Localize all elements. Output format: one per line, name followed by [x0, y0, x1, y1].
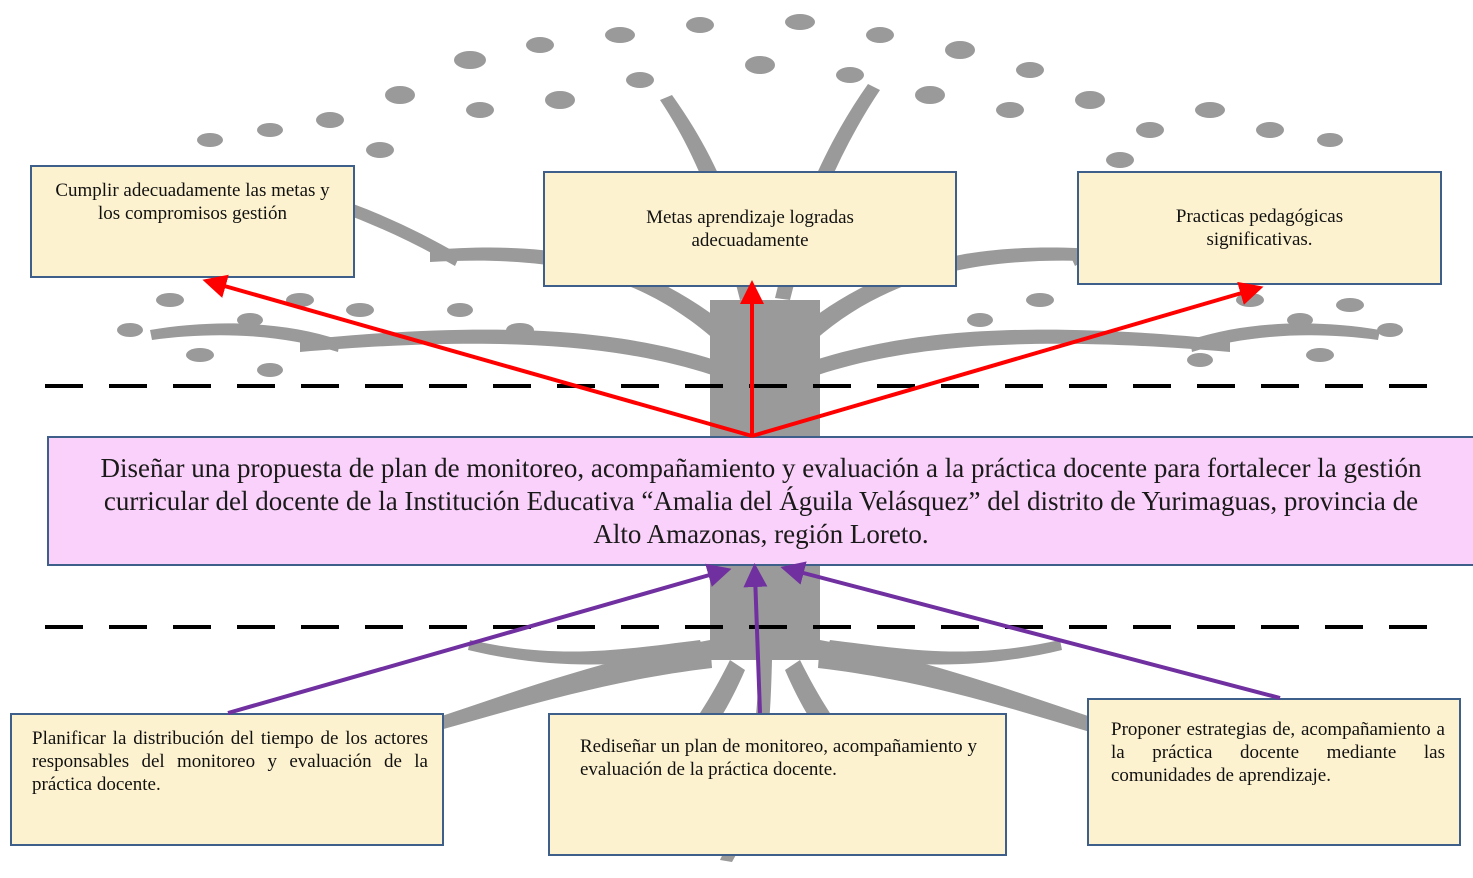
- central-objective-text: Diseñar una propuesta de plan de monitor…: [100, 452, 1422, 549]
- effect-text-center: Metas aprendizaje logradas adecuadamente: [646, 207, 854, 251]
- effect-text-right: Practicas pedagógicas significativas.: [1175, 206, 1344, 250]
- cause-text-left: Planificar la distribución del tiempo de…: [32, 728, 428, 795]
- cause-box-center: Rediseñar un plan de monitoreo, acompaña…: [548, 713, 1007, 856]
- effect-box-center: Metas aprendizaje logradas adecuadamente: [543, 171, 957, 287]
- effect-box-right: Practicas pedagógicas significativas.: [1077, 171, 1442, 285]
- cause-text-center: Rediseñar un plan de monitoreo, acompaña…: [580, 736, 977, 780]
- cause-text-right: Proponer estrategias de, acompañamiento …: [1111, 719, 1445, 786]
- cause-box-left: Planificar la distribución del tiempo de…: [10, 713, 444, 846]
- effect-text-left: Cumplir adecuadamente las metas y los co…: [55, 180, 330, 224]
- effect-box-left: Cumplir adecuadamente las metas y los co…: [30, 165, 355, 278]
- central-objective-box: Diseñar una propuesta de plan de monitor…: [47, 436, 1473, 566]
- cause-box-right: Proponer estrategias de, acompañamiento …: [1087, 698, 1461, 846]
